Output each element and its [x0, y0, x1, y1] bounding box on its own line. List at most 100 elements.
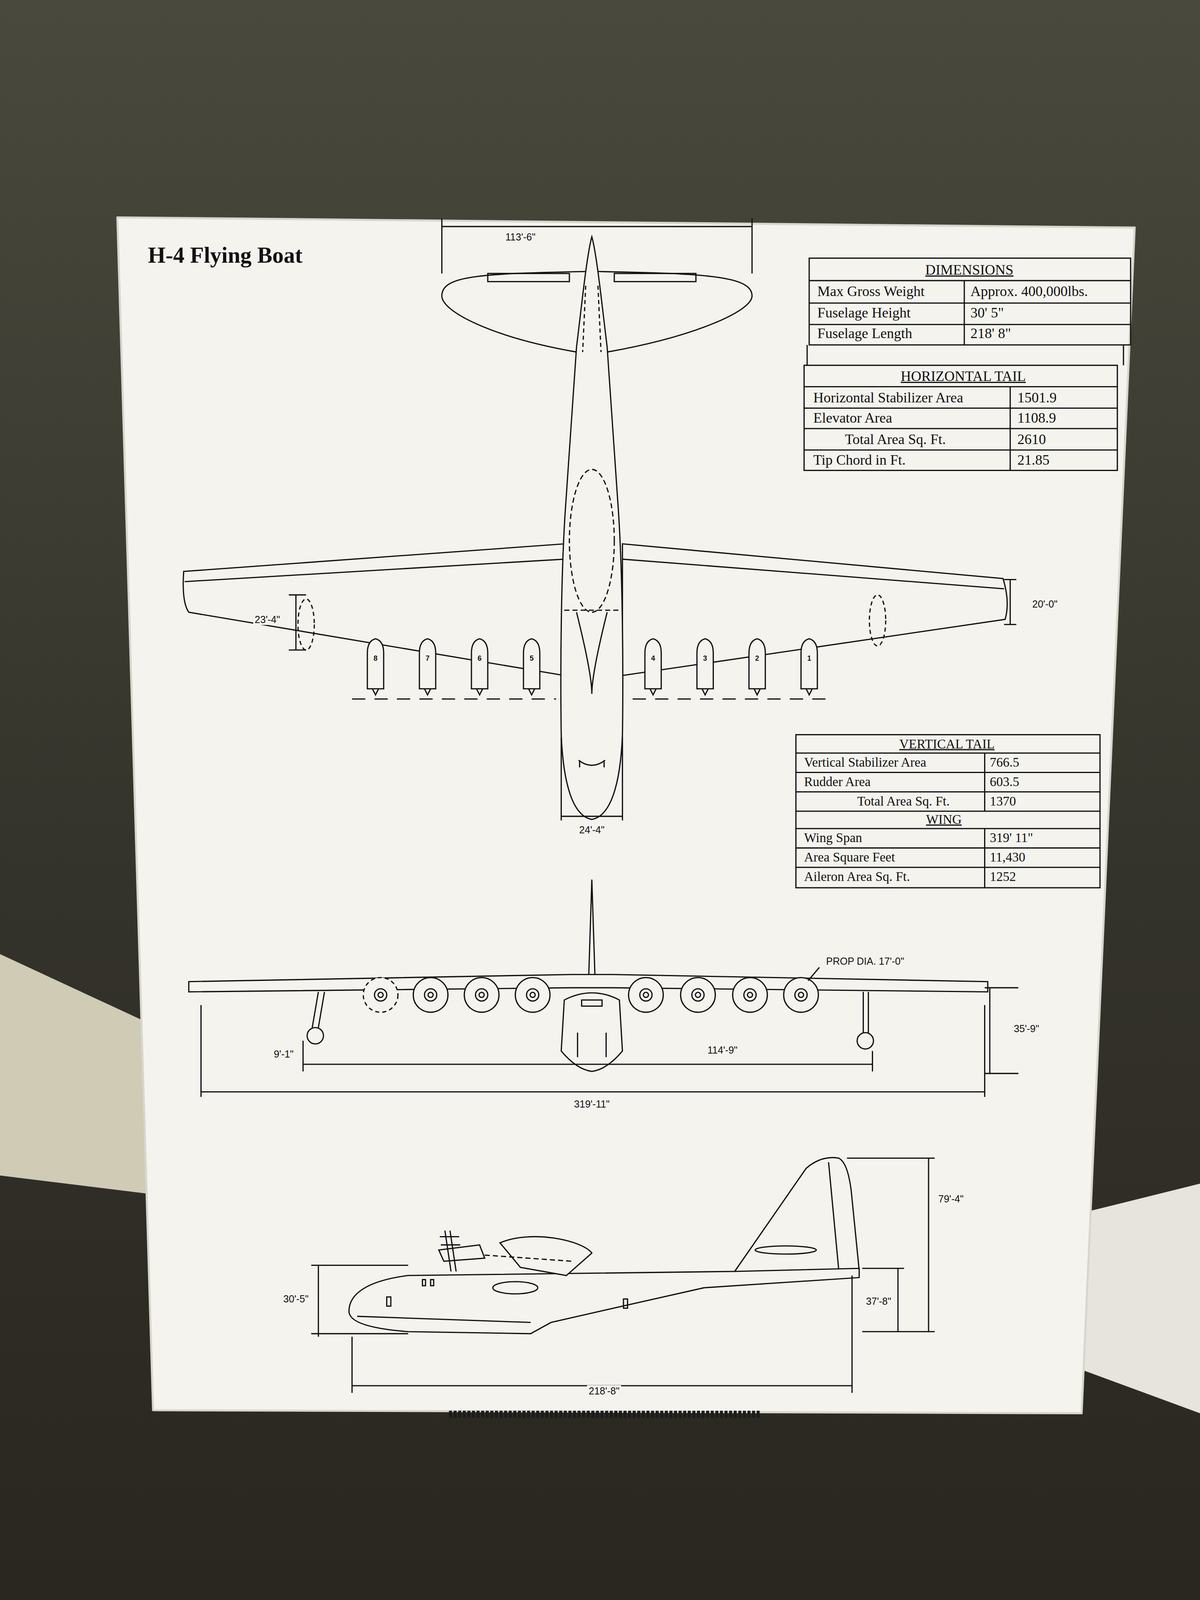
float-strut: [312, 991, 325, 1028]
table-grid: [809, 280, 1131, 345]
table-grid: [803, 386, 1118, 471]
engine-nacelle: [801, 638, 818, 695]
spinner: [530, 992, 536, 998]
dimension-label: 9'-1": [272, 1048, 296, 1060]
diagram-title: H-4 Flying Boat: [148, 243, 303, 268]
cockpit-window: [581, 1000, 602, 1006]
window: [422, 1279, 426, 1286]
wing-root: [500, 1236, 592, 1276]
table-heading: HORIZONTAL TAIL: [900, 369, 1026, 385]
dimension-line: [1003, 579, 1017, 625]
table-frame: [803, 365, 1118, 471]
table-cell: Aileron Area Sq. Ft.: [803, 869, 910, 884]
vertical-tail-table: [796, 734, 1100, 888]
wing-float: [857, 1032, 874, 1049]
dimension-line: [311, 1265, 408, 1337]
hidden-line: [582, 285, 601, 352]
spinner: [691, 988, 704, 1002]
table-cell: 319' 11": [989, 830, 1033, 845]
elevator: [614, 273, 697, 282]
wing: [188, 974, 988, 993]
propeller-disc: [732, 977, 768, 1012]
spinner: [744, 988, 757, 1002]
dimension-label: 114'-9": [705, 1044, 740, 1056]
engine-number: 6: [477, 654, 483, 662]
table-cell: 2610: [1017, 432, 1047, 448]
spinner: [798, 992, 804, 998]
table-cell: Tip Chord in Ft.: [813, 452, 906, 468]
hull-front: [561, 992, 623, 1072]
spinner: [424, 988, 437, 1002]
table-heading: VERTICAL TAIL: [899, 736, 995, 751]
table-cell: 21.85: [1017, 452, 1050, 468]
hull-line: [577, 1032, 606, 1058]
engine-nacelle: [644, 638, 662, 695]
vertical-tail: [734, 1157, 860, 1272]
table-cell: Elevator Area: [813, 410, 893, 426]
spinner: [639, 988, 652, 1002]
propeller-disc: [680, 977, 716, 1012]
spinner: [643, 992, 649, 998]
dimension-label: PROP DIA. 17'-0": [824, 955, 906, 967]
wing-line: [622, 559, 1005, 589]
engine-number: 3: [702, 654, 708, 662]
engine-nacelle: [471, 638, 488, 695]
table-cell: 218' 8": [970, 326, 1011, 342]
window: [386, 1296, 391, 1306]
dimension-label: 113'-6": [503, 230, 538, 243]
rudder-line: [828, 1162, 839, 1271]
dimensions-table: [807, 258, 1131, 366]
dimension-label: 218'-8": [586, 1385, 622, 1397]
engine-nacelle: [748, 638, 766, 695]
table-cell: Total Area Sq. Ft.: [857, 794, 950, 808]
dimension-label: 23'-4": [253, 613, 282, 625]
table-frame: [807, 344, 1124, 366]
engine-nacelles: [367, 638, 818, 695]
propeller-disc: [515, 977, 550, 1012]
table-cell: Wing Span: [803, 830, 862, 845]
table-frame: [809, 258, 1131, 346]
table-cell: 1370: [989, 794, 1016, 808]
spinner: [378, 992, 384, 998]
fuselage: [560, 236, 623, 820]
horizontal-tail-table: [803, 365, 1118, 471]
wing-float: [298, 598, 315, 650]
propeller-side: [439, 1230, 460, 1272]
chine-line: [357, 1316, 531, 1323]
spinner: [478, 992, 485, 998]
engine-nacelle: [367, 638, 384, 695]
dimension-line: [303, 1040, 873, 1072]
wing-line: [184, 559, 565, 582]
engine-number: 8: [373, 654, 378, 662]
hidden-line: [564, 609, 620, 611]
hidden-line: [569, 469, 615, 613]
table-cell: Fuselage Length: [817, 326, 913, 342]
propeller-disc: [628, 977, 664, 1012]
hull-line: [576, 612, 608, 695]
elevator: [487, 273, 570, 282]
dimension-label: 79'-4": [936, 1193, 966, 1205]
engine-nacelle: [696, 638, 714, 695]
table-cell: 30' 5": [970, 305, 1004, 322]
cockpit: [578, 760, 606, 768]
engine-side: [438, 1244, 485, 1262]
table-cell: Horizontal Stabilizer Area: [813, 390, 964, 406]
propeller-disc: [363, 977, 398, 1012]
table-grid: [796, 753, 1100, 888]
dimension-label: 319'-11": [572, 1098, 612, 1110]
drawing-lines: [183, 218, 1131, 1393]
table-cell: Max Gross Weight: [817, 284, 925, 300]
table-heading: WING: [926, 812, 962, 827]
table-cell: Total Area Sq. Ft.: [844, 432, 946, 448]
display-stand: [448, 1410, 760, 1418]
spinner: [475, 988, 488, 1002]
dimension-line: [862, 1268, 904, 1332]
engine-number: 5: [529, 654, 535, 662]
engine-number: 2: [754, 654, 760, 662]
propeller-disc: [464, 977, 499, 1012]
spinner: [695, 992, 701, 998]
engine-nacelle: [419, 638, 436, 695]
